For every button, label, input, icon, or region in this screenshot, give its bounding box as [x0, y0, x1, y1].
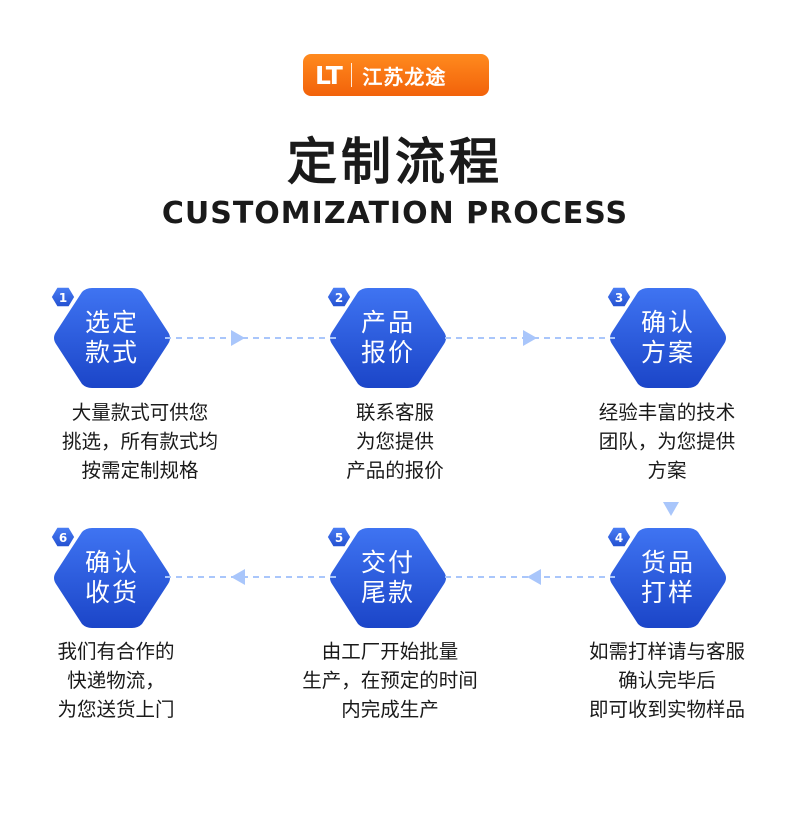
step-title: 确认方案	[608, 308, 728, 368]
description-line: 为您提供	[355, 430, 434, 453]
description-line: 确认完毕后	[618, 669, 716, 692]
step-title: 产品报价	[328, 308, 448, 368]
description-line: 由工厂开始批量	[321, 640, 459, 663]
step-2: 2 产品报价	[326, 286, 448, 388]
connector-1-2	[165, 330, 340, 346]
step-title: 货品打样	[608, 548, 728, 608]
page-subtitle: CUSTOMIZATION PROCESS	[161, 196, 629, 231]
step-title-line: 尾款	[360, 578, 415, 607]
description-line: 产品的报价	[346, 459, 444, 482]
page-title: 定制流程	[287, 133, 503, 191]
description-line: 快递物流，	[67, 669, 165, 692]
step-number: 3	[614, 291, 624, 305]
step-title-line: 款式	[84, 338, 139, 367]
brand-divider	[350, 63, 353, 87]
step-number-badge	[606, 286, 632, 308]
step-number-badge	[326, 526, 352, 548]
brand-mark: LT	[315, 60, 343, 90]
description-line: 挑选，所有款式均	[61, 430, 218, 453]
description-line: 联系客服	[355, 401, 434, 424]
step-description: 联系客服为您提供产品的报价	[275, 398, 515, 485]
brand-logo: LT 江苏龙途	[303, 54, 489, 96]
step-description: 由工厂开始批量生产，在预定的时间内完成生产	[270, 637, 510, 724]
step-title-line: 产品	[360, 308, 415, 337]
step-title-line: 货品	[640, 548, 695, 577]
step-description: 经验丰富的技术团队，为您提供方案	[547, 398, 787, 485]
connector-4-5	[445, 569, 615, 585]
connector-5-6	[165, 569, 340, 585]
description-line: 内完成生产	[341, 698, 439, 721]
step-number: 6	[58, 531, 68, 545]
step-number-badge	[326, 286, 352, 308]
hexagon-shape	[330, 288, 446, 388]
step-number-badge	[606, 526, 632, 548]
hexagon-shape	[54, 528, 170, 628]
description-line: 生产，在预定的时间	[302, 669, 478, 692]
step-6: 6 确认收货	[50, 526, 172, 628]
brand-name: 江苏龙途	[362, 64, 447, 89]
description-line: 即可收到实物样品	[588, 698, 745, 721]
hexagon-shape	[54, 288, 170, 388]
step-3: 3 确认方案	[606, 286, 728, 388]
description-line: 团队，为您提供	[598, 430, 736, 453]
step-number: 4	[614, 531, 624, 545]
step-title-line: 交付	[360, 548, 415, 577]
step-title: 交付尾款	[328, 548, 448, 608]
description-line: 我们有合作的	[57, 640, 175, 663]
connector-3-4	[663, 502, 679, 516]
step-1: 1 选定款式	[50, 286, 172, 388]
step-description: 大量款式可供您挑选，所有款式均按需定制规格	[20, 398, 260, 485]
description-line: 方案	[647, 459, 687, 482]
arrow-right-icon	[231, 330, 245, 346]
hexagon-shape	[610, 288, 726, 388]
description-line: 经验丰富的技术	[598, 401, 736, 424]
arrow-left-icon	[527, 569, 541, 585]
step-title: 选定款式	[52, 308, 172, 368]
step-number-badge	[50, 286, 76, 308]
step-title: 确认收货	[52, 548, 172, 608]
step-title-line: 确认	[640, 308, 695, 337]
step-number-badge	[50, 526, 76, 548]
step-title-line: 报价	[360, 338, 415, 367]
description-line: 大量款式可供您	[71, 401, 209, 424]
step-title-line: 确认	[84, 548, 139, 577]
step-number: 5	[334, 531, 344, 545]
step-title-line: 打样	[640, 578, 695, 607]
step-number: 2	[334, 291, 344, 305]
step-title-line: 收货	[84, 578, 139, 607]
description-line: 按需定制规格	[81, 459, 199, 482]
arrow-right-icon	[523, 330, 537, 346]
description-line: 如需打样请与客服	[588, 640, 745, 663]
step-title-line: 方案	[640, 338, 695, 367]
connector-2-3	[445, 330, 615, 346]
arrow-left-icon	[231, 569, 245, 585]
step-description: 我们有合作的快递物流， 为您送货上门	[0, 637, 236, 724]
step-number: 1	[58, 291, 68, 305]
description-line: 为您送货上门	[57, 698, 175, 721]
step-5: 5 交付尾款	[326, 526, 448, 628]
arrow-down-icon	[663, 502, 679, 516]
step-description: 如需打样请与客服确认完毕后即可收到实物样品	[547, 637, 787, 724]
hexagon-shape	[610, 528, 726, 628]
step-4: 4 货品打样	[606, 526, 728, 628]
step-title-line: 选定	[84, 308, 139, 337]
hexagon-shape	[330, 528, 446, 628]
